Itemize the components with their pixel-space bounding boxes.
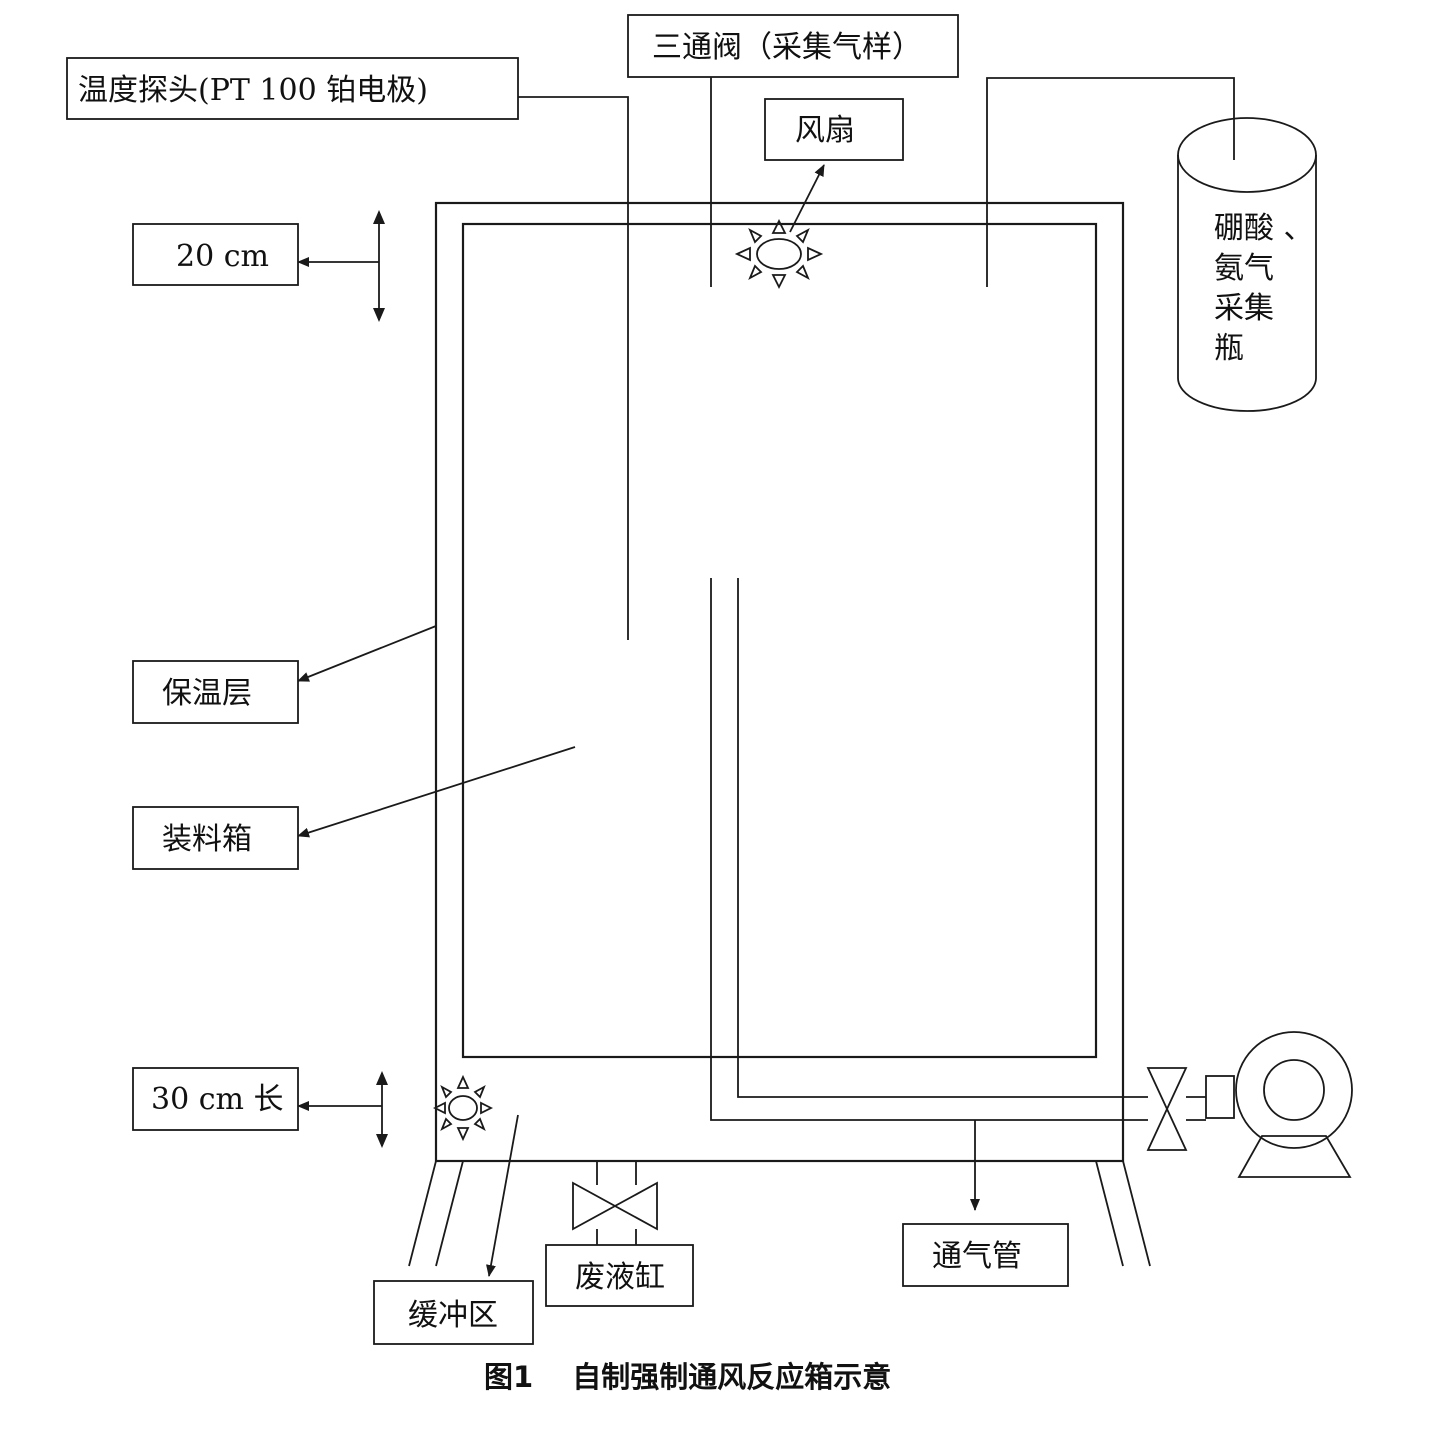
outer-insulation-box [434,201,1125,1163]
top-fan-icon [734,218,824,290]
insulation-label-box [132,660,299,724]
top-layer-label: 20 cm [176,239,269,274]
buffer-zone-label: 缓冲区 [408,1298,498,1333]
vent-pipe-label: 通气管 [932,1239,1022,1274]
buffer-arrow [486,1114,519,1277]
fan-arrow [789,164,825,233]
material-box-arrow [297,746,576,838]
valve3-label-box [627,14,959,78]
bottom-dimension [297,1071,388,1148]
collection-bottle [1177,117,1317,412]
top-dimension [297,210,385,322]
waste-tank-label-box [545,1244,694,1307]
material-box-label-box [132,806,299,870]
bottle-label-line-2: 氨气 [1214,251,1274,286]
pipe-valve-icon [1146,1067,1188,1151]
buffer-len-label-box [132,1067,299,1131]
bottom-fan-icon [432,1074,494,1142]
top-layer-label-box [132,223,299,286]
inner-material-box [461,222,1098,1059]
buffer-zone-label-box [373,1280,534,1345]
probe-line [518,96,629,640]
probe-label-box [66,57,519,120]
insulation-arrow [297,625,437,682]
bottle-pipe [986,77,1235,287]
vent-pipe-label-box [902,1223,1069,1287]
valve3-label: 三通阀（采集气样） [652,30,922,65]
fan-label: 风扇 [795,113,855,148]
bottle-label-line-1: 硼酸 、 [1214,211,1314,246]
probe-label: 温度探头(PT 100 铂电极) [78,73,428,108]
air-pump-icon [1205,1031,1353,1178]
bottle-label-line-4: 瓶 [1214,331,1244,366]
waste-pipe [572,1161,658,1245]
insulation-label: 保温层 [162,676,252,711]
buffer-len-label: 30 cm 长 [151,1082,284,1117]
waste-tank-label: 废液缸 [575,1260,665,1295]
bottle-label-line-3: 采集 [1214,291,1274,326]
air-pipe [710,578,1206,1121]
stand-legs [408,1160,1151,1267]
material-box-label: 装料箱 [162,822,252,857]
fan-label-box [764,98,904,161]
figure-caption: 图1 自制强制通风反应箱示意 [484,1360,891,1394]
